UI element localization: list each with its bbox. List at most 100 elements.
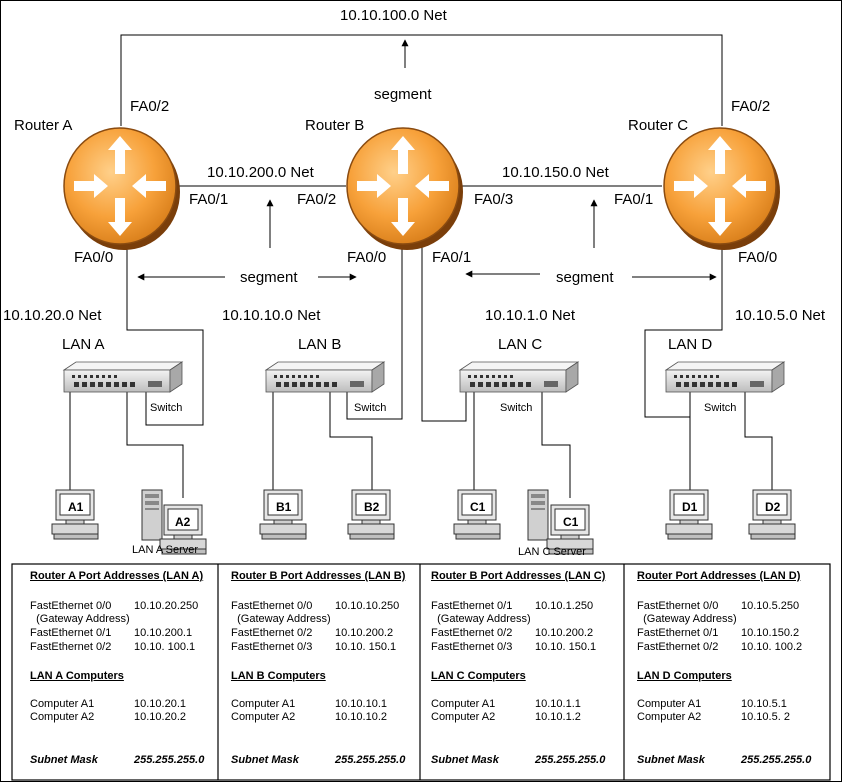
port-address: 10.10.20.250 — [134, 600, 199, 612]
pc-b2-label: B2 — [364, 500, 380, 514]
pc-a1-label: A1 — [68, 500, 84, 514]
subnet-mask-value: 255.255.255.0 — [335, 754, 406, 766]
router-a-label: Router A — [14, 117, 72, 134]
switch-b-label: Switch — [354, 402, 386, 414]
computer-name: Computer A1 — [30, 698, 95, 710]
port-name: FastEthernet 0/1 — [30, 627, 112, 639]
net-lan-b: 10.10.10.0 Net — [222, 307, 321, 324]
port-name: (Gateway Address) — [637, 613, 737, 625]
computer-address: 10.10.1.1 — [535, 698, 581, 710]
port-address: 10.10. 100.1 — [134, 641, 196, 653]
router-a — [63, 127, 181, 251]
address-table-grid — [11, 563, 831, 781]
net-100-label: 10.10.100.0 Net — [340, 7, 448, 24]
subnet-mask-value: 255.255.255.0 — [741, 754, 812, 766]
computer-address: 10.10.5.1 — [741, 698, 787, 710]
port-name: FastEthernet 0/2 — [431, 627, 513, 639]
port-address: 10.10. 150.1 — [335, 641, 397, 653]
lan-a-server-label: LAN A Server — [132, 544, 198, 556]
router-c-fa01: FA0/1 — [614, 191, 653, 208]
pc-b2 — [347, 489, 395, 540]
router-c — [663, 127, 781, 251]
port-address: 10.10. 150.1 — [535, 641, 597, 653]
port-name: FastEthernet 0/2 — [231, 627, 313, 639]
switch-a-label: Switch — [150, 402, 182, 414]
server-tower-a — [141, 489, 163, 541]
computer-name: Computer A2 — [30, 711, 95, 723]
panel-lan-d: Router Port Addresses (LAN D) FastEthern… — [637, 564, 829, 780]
router-c-label: Router C — [628, 117, 688, 134]
port-address: 10.10.200.1 — [134, 627, 193, 639]
lan-d-label: LAN D — [668, 336, 712, 353]
port-name: (Gateway Address) — [431, 613, 531, 625]
subnet-mask-label: Subnet Mask — [30, 754, 98, 766]
switch-c-label: Switch — [500, 402, 532, 414]
pc-d1-label: D1 — [682, 500, 698, 514]
router-a-fa01: FA0/1 — [189, 191, 228, 208]
subnet-mask-label: Subnet Mask — [637, 754, 705, 766]
net-200-label: 10.10.200.0 Net — [207, 164, 315, 181]
lan-c-label: LAN C — [498, 336, 542, 353]
port-address: 10.10. 100.2 — [741, 641, 803, 653]
switch-d-label: Switch — [704, 402, 736, 414]
lan-c-server-label: LAN C Server — [518, 546, 586, 558]
router-b — [346, 127, 464, 251]
computer-address: 10.10.1.2 — [535, 711, 581, 723]
pc-d1 — [665, 489, 713, 540]
computer-name: Computer A1 — [231, 698, 296, 710]
computers-heading: LAN D Computers — [637, 670, 732, 682]
pc-c1-label: C1 — [470, 500, 486, 514]
subnet-mask-label: Subnet Mask — [431, 754, 499, 766]
pc-a2-label: A2 — [175, 515, 191, 529]
port-name: FastEthernet 0/1 — [431, 600, 513, 612]
net-lan-d: 10.10.5.0 Net — [735, 307, 826, 324]
pc-d2-label: D2 — [765, 500, 781, 514]
router-b-fa03: FA0/3 — [474, 191, 513, 208]
router-b-fa01: FA0/1 — [432, 249, 471, 266]
router-c-fa02: FA0/2 — [731, 98, 770, 115]
computer-address: 10.10.10.2 — [335, 711, 387, 723]
router-b-label: Router B — [305, 117, 364, 134]
panel-lan-a: Router A Port Addresses (LAN A) FastEthe… — [30, 564, 216, 780]
port-address: 10.10.1.250 — [535, 600, 594, 612]
panel-lan-b: Router B Port Addresses (LAN B) FastEthe… — [231, 564, 419, 780]
computer-name: Computer A2 — [431, 711, 496, 723]
port-name: FastEthernet 0/3 — [431, 641, 513, 653]
port-name: FastEthernet 0/1 — [637, 627, 719, 639]
net-lan-a: 10.10.20.0 Net — [3, 307, 102, 324]
router-b-fa00: FA0/0 — [347, 249, 386, 266]
port-address: 10.10.200.2 — [335, 627, 394, 639]
computers-heading: LAN B Computers — [231, 670, 326, 682]
computers-heading: LAN A Computers — [30, 670, 124, 682]
segment-top-label: segment — [374, 86, 432, 103]
computer-address: 10.10.20.1 — [134, 698, 186, 710]
pc-c1 — [453, 489, 501, 540]
segment-left-label: segment — [240, 269, 298, 286]
router-c-fa00: FA0/0 — [738, 249, 777, 266]
router-a-fa00: FA0/0 — [74, 249, 113, 266]
pc-b1-label: B1 — [276, 500, 292, 514]
switch-lan-c — [459, 361, 579, 393]
port-name: FastEthernet 0/2 — [637, 641, 719, 653]
port-name: (Gateway Address) — [231, 613, 331, 625]
router-b-fa02: FA0/2 — [297, 191, 336, 208]
router-a-fa02: FA0/2 — [130, 98, 169, 115]
switch-lan-b — [265, 361, 385, 393]
computers-heading: LAN C Computers — [431, 670, 526, 682]
net-150-label: 10.10.150.0 Net — [502, 164, 610, 181]
pc-a1 — [51, 489, 99, 540]
panel-title: Router B Port Addresses (LAN B) — [231, 570, 406, 582]
segment-right-label: segment — [556, 269, 614, 286]
computer-name: Computer A1 — [637, 698, 702, 710]
port-name: FastEthernet 0/0 — [30, 600, 112, 612]
port-name: FastEthernet 0/0 — [637, 600, 719, 612]
pc-d2 — [748, 489, 796, 540]
port-address: 10.10.200.2 — [535, 627, 594, 639]
subnet-mask-label: Subnet Mask — [231, 754, 299, 766]
pc-b1 — [259, 489, 307, 540]
port-address: 10.10.5.250 — [741, 600, 800, 612]
switch-lan-d — [665, 361, 785, 393]
panel-title: Router A Port Addresses (LAN A) — [30, 570, 204, 582]
computer-name: Computer A1 — [431, 698, 496, 710]
